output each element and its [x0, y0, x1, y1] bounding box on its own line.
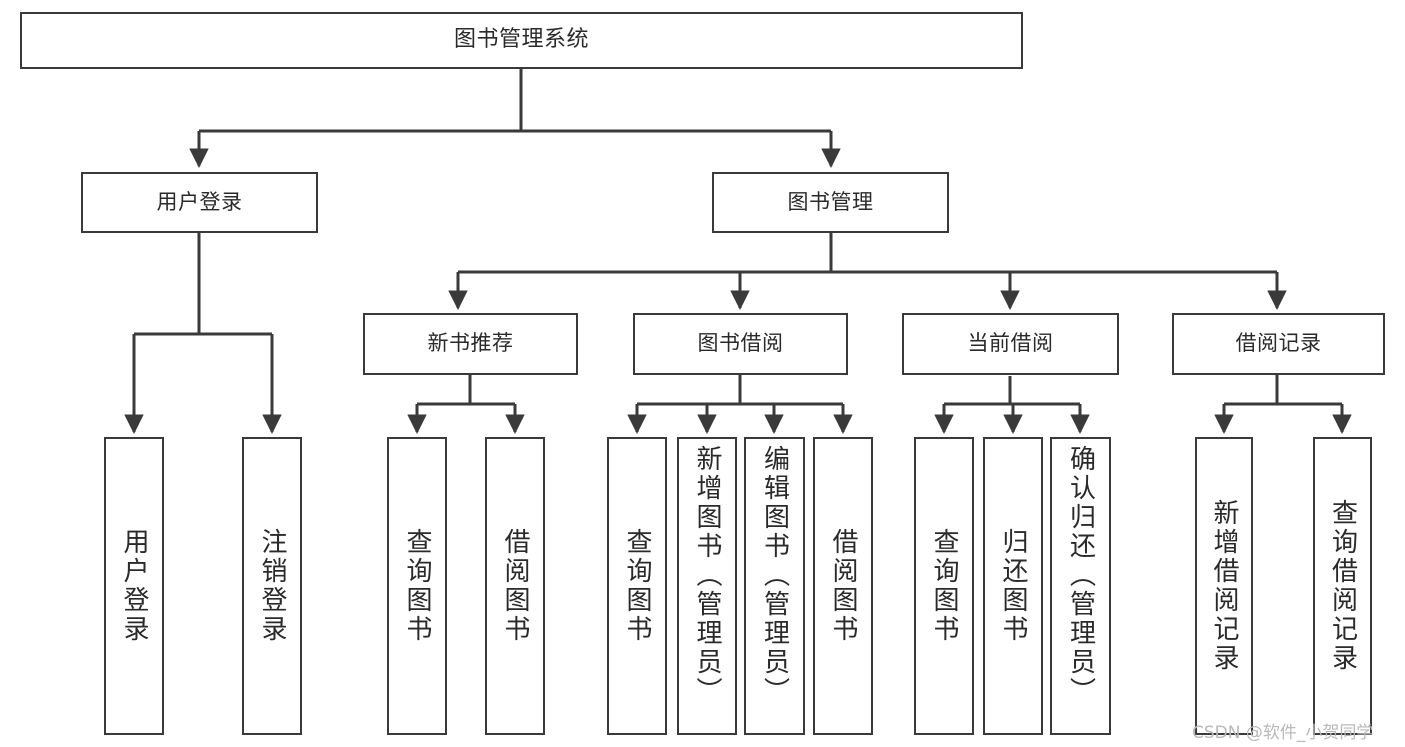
node-label: 归还图书 [998, 528, 1028, 644]
node-borrow-record[interactable]: 借阅记录 [1172, 313, 1385, 375]
node-label: 图书管理 [787, 189, 874, 214]
leaf-query-book-1[interactable]: 查询图书 [387, 437, 447, 735]
node-label: 借阅图书 [828, 528, 858, 644]
leaf-confirm-return[interactable]: 确认归还（管理员） [1050, 437, 1111, 735]
node-new-book-rec[interactable]: 新书推荐 [363, 313, 578, 375]
node-label: 用户登录 [119, 528, 149, 644]
node-label: 用户登录 [156, 189, 243, 214]
node-label: 图书借阅 [697, 331, 784, 356]
node-label: 查询图书 [929, 528, 959, 644]
node-label: 新增借阅记录 [1209, 499, 1239, 673]
leaf-edit-book[interactable]: 编辑图书（管理员） [744, 437, 805, 735]
leaf-user-logout[interactable]: 注销登录 [242, 437, 302, 735]
node-label: 编辑图书（管理员） [759, 445, 790, 706]
leaf-borrow-book-2[interactable]: 借阅图书 [813, 437, 873, 735]
node-label: 图书管理系统 [453, 27, 589, 53]
leaf-add-book[interactable]: 新增图书（管理员） [677, 437, 737, 735]
node-label: 查询图书 [402, 528, 432, 644]
node-label: 当前借阅 [967, 331, 1054, 356]
watermark-text: CSDN @软件_小贺同学 [1192, 723, 1374, 743]
leaf-borrow-book-1[interactable]: 借阅图书 [485, 437, 545, 735]
node-book-borrow[interactable]: 图书借阅 [633, 313, 848, 375]
leaf-add-record[interactable]: 新增借阅记录 [1195, 437, 1253, 735]
node-label: 查询借阅记录 [1327, 499, 1358, 673]
node-label: 查询图书 [622, 528, 652, 644]
node-label: 注销登录 [257, 528, 287, 644]
node-root-system[interactable]: 图书管理系统 [20, 12, 1023, 69]
leaf-query-record[interactable]: 查询借阅记录 [1313, 437, 1372, 735]
leaf-query-book-2[interactable]: 查询图书 [607, 437, 667, 735]
node-label: 借阅图书 [500, 528, 530, 644]
node-label: 新增图书（管理员） [692, 445, 722, 706]
node-label: 新书推荐 [427, 331, 514, 356]
node-label: 确认归还（管理员） [1065, 445, 1096, 706]
leaf-user-login[interactable]: 用户登录 [104, 437, 164, 735]
node-user-login[interactable]: 用户登录 [81, 172, 318, 233]
leaf-query-book-3[interactable]: 查询图书 [914, 437, 974, 735]
leaf-return-book[interactable]: 归还图书 [983, 437, 1043, 735]
node-label: 借阅记录 [1235, 331, 1322, 356]
node-book-manage[interactable]: 图书管理 [712, 172, 949, 233]
node-current-borrow[interactable]: 当前借阅 [902, 313, 1119, 375]
